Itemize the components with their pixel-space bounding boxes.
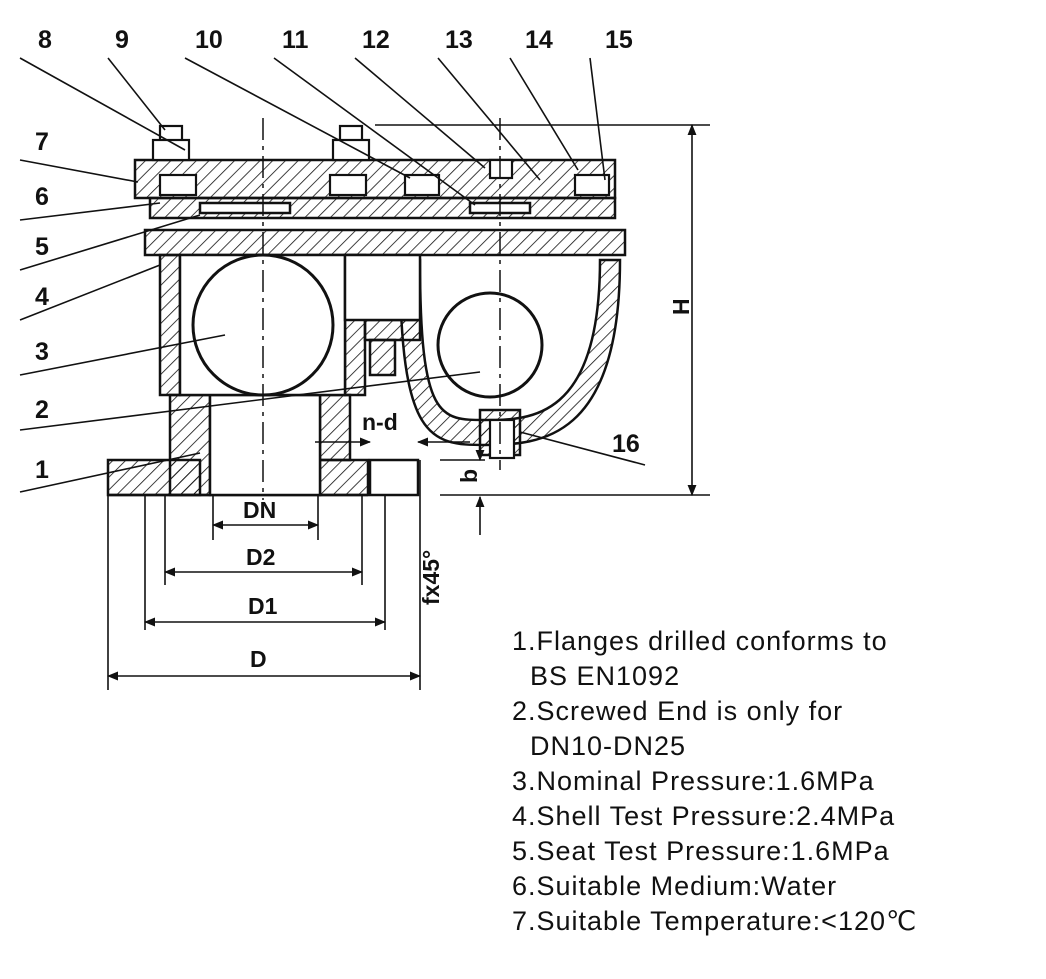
- part-number-labels: 8 9 10 11 12 13 14 15 7 6 5 4 3 2 1 16: [35, 26, 640, 484]
- dimension-labels: DN D2 D1 D n-d H b fx45°: [243, 298, 694, 672]
- note-6: 6.Suitable Medium:Water: [512, 871, 838, 901]
- note-3: 3.Nominal Pressure:1.6MPa: [512, 766, 875, 796]
- part-number-16: 16: [612, 430, 640, 458]
- note-4: 4.Shell Test Pressure:2.4MPa: [512, 801, 896, 831]
- dimension-b-label: b: [456, 469, 482, 483]
- note-2: 2.Screwed End is only for: [512, 696, 844, 726]
- note-2-continued: DN10-DN25: [530, 731, 687, 761]
- specification-notes: 1.Flanges drilled conforms to BS EN1092 …: [512, 624, 1042, 939]
- small-float-ball: [436, 291, 544, 399]
- part-number-6: 6: [35, 183, 49, 211]
- centerlines: [262, 118, 501, 500]
- part-number-11: 11: [282, 26, 309, 54]
- part-number-3: 3: [35, 338, 49, 366]
- dimension-d-label: D: [250, 646, 267, 672]
- dimension-lines: [106, 123, 710, 690]
- part-number-5: 5: [35, 233, 49, 261]
- part-number-9: 9: [115, 26, 129, 54]
- part-number-15: 15: [605, 26, 633, 54]
- note-1: 1.Flanges drilled conforms to: [512, 626, 888, 656]
- part-number-8: 8: [38, 26, 52, 54]
- part-number-14: 14: [525, 26, 553, 54]
- part-number-4: 4: [35, 283, 49, 311]
- part-number-13: 13: [445, 26, 473, 54]
- dimension-h-label: H: [668, 298, 694, 315]
- note-7: 7.Suitable Temperature:<120℃: [512, 906, 918, 936]
- part-number-7: 7: [35, 128, 49, 156]
- part-number-1: 1: [35, 456, 49, 484]
- note-5: 5.Seat Test Pressure:1.6MPa: [512, 836, 890, 866]
- part-number-2: 2: [35, 396, 49, 424]
- dimension-nd-label: n-d: [362, 409, 398, 435]
- dimension-d1-label: D1: [248, 593, 278, 619]
- note-1-continued: BS EN1092: [530, 661, 681, 691]
- dimension-chamfer-label: fx45°: [418, 550, 444, 605]
- part-number-12: 12: [362, 26, 390, 54]
- dimension-dn-label: DN: [243, 497, 276, 523]
- dimension-d2-label: D2: [246, 544, 275, 570]
- leader-lines: [19, 57, 646, 493]
- part-number-10: 10: [195, 26, 223, 54]
